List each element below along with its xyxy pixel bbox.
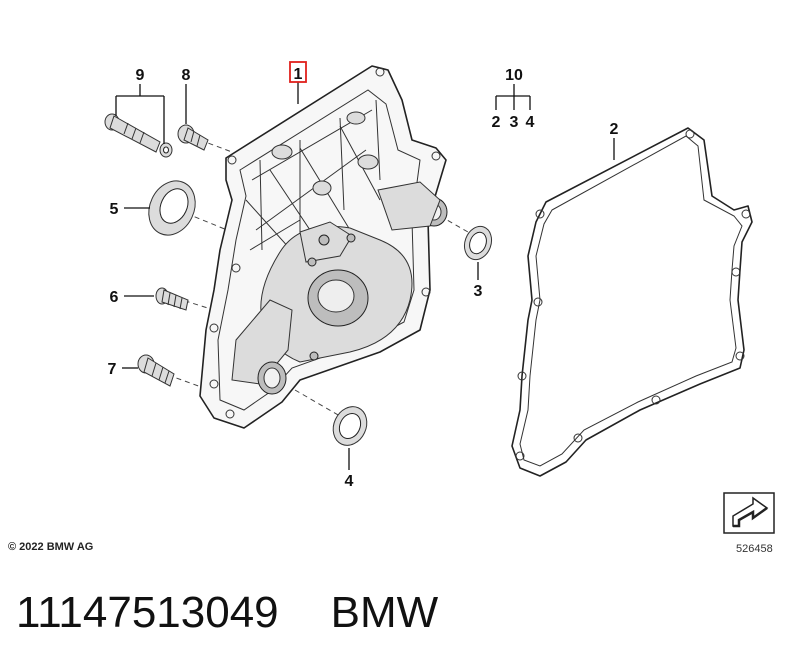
exploded-parts-diagram: 1 9 8 10 2 3 4 2 5 6 7 3 4 <box>104 61 753 490</box>
copyright-notice: © 2022 BMW AG <box>8 541 94 553</box>
radial-seal-ring <box>148 180 196 236</box>
callout-10-sub-2: 2 <box>492 114 501 131</box>
part-number: 11147513049 <box>16 588 279 637</box>
callout-7: 7 <box>108 361 117 378</box>
callouts: 1 9 8 10 2 3 4 2 5 6 7 3 4 <box>108 61 619 490</box>
callout-1: 1 <box>294 66 303 83</box>
bolt-7 <box>137 354 175 387</box>
callout-1-highlight-box <box>289 61 307 83</box>
callout-3: 3 <box>474 283 483 300</box>
callout-4: 4 <box>345 473 354 490</box>
callout-8: 8 <box>182 67 191 84</box>
view-direction-badge <box>723 492 775 534</box>
callout-10-sub-3: 3 <box>510 114 519 131</box>
leader-lines <box>115 82 615 470</box>
shaft-seal-small <box>463 225 493 261</box>
callout-10-sub-4: 4 <box>526 114 535 131</box>
gasket <box>511 127 753 477</box>
brand-name: BMW <box>330 588 439 637</box>
callout-2: 2 <box>610 121 619 138</box>
timing-case-cover <box>199 65 448 429</box>
illustration-reference-number: 526458 <box>736 543 773 555</box>
crankshaft-seal <box>332 406 368 446</box>
bolt-8 <box>177 124 209 151</box>
bolt-6 <box>155 287 189 311</box>
callout-5: 5 <box>110 201 119 218</box>
footer-caption: 11147513049 BMW <box>16 588 438 638</box>
callout-9: 9 <box>136 67 145 84</box>
bolt-with-washer-9 <box>104 113 173 158</box>
callout-6: 6 <box>110 289 119 306</box>
callout-10: 10 <box>505 67 523 84</box>
